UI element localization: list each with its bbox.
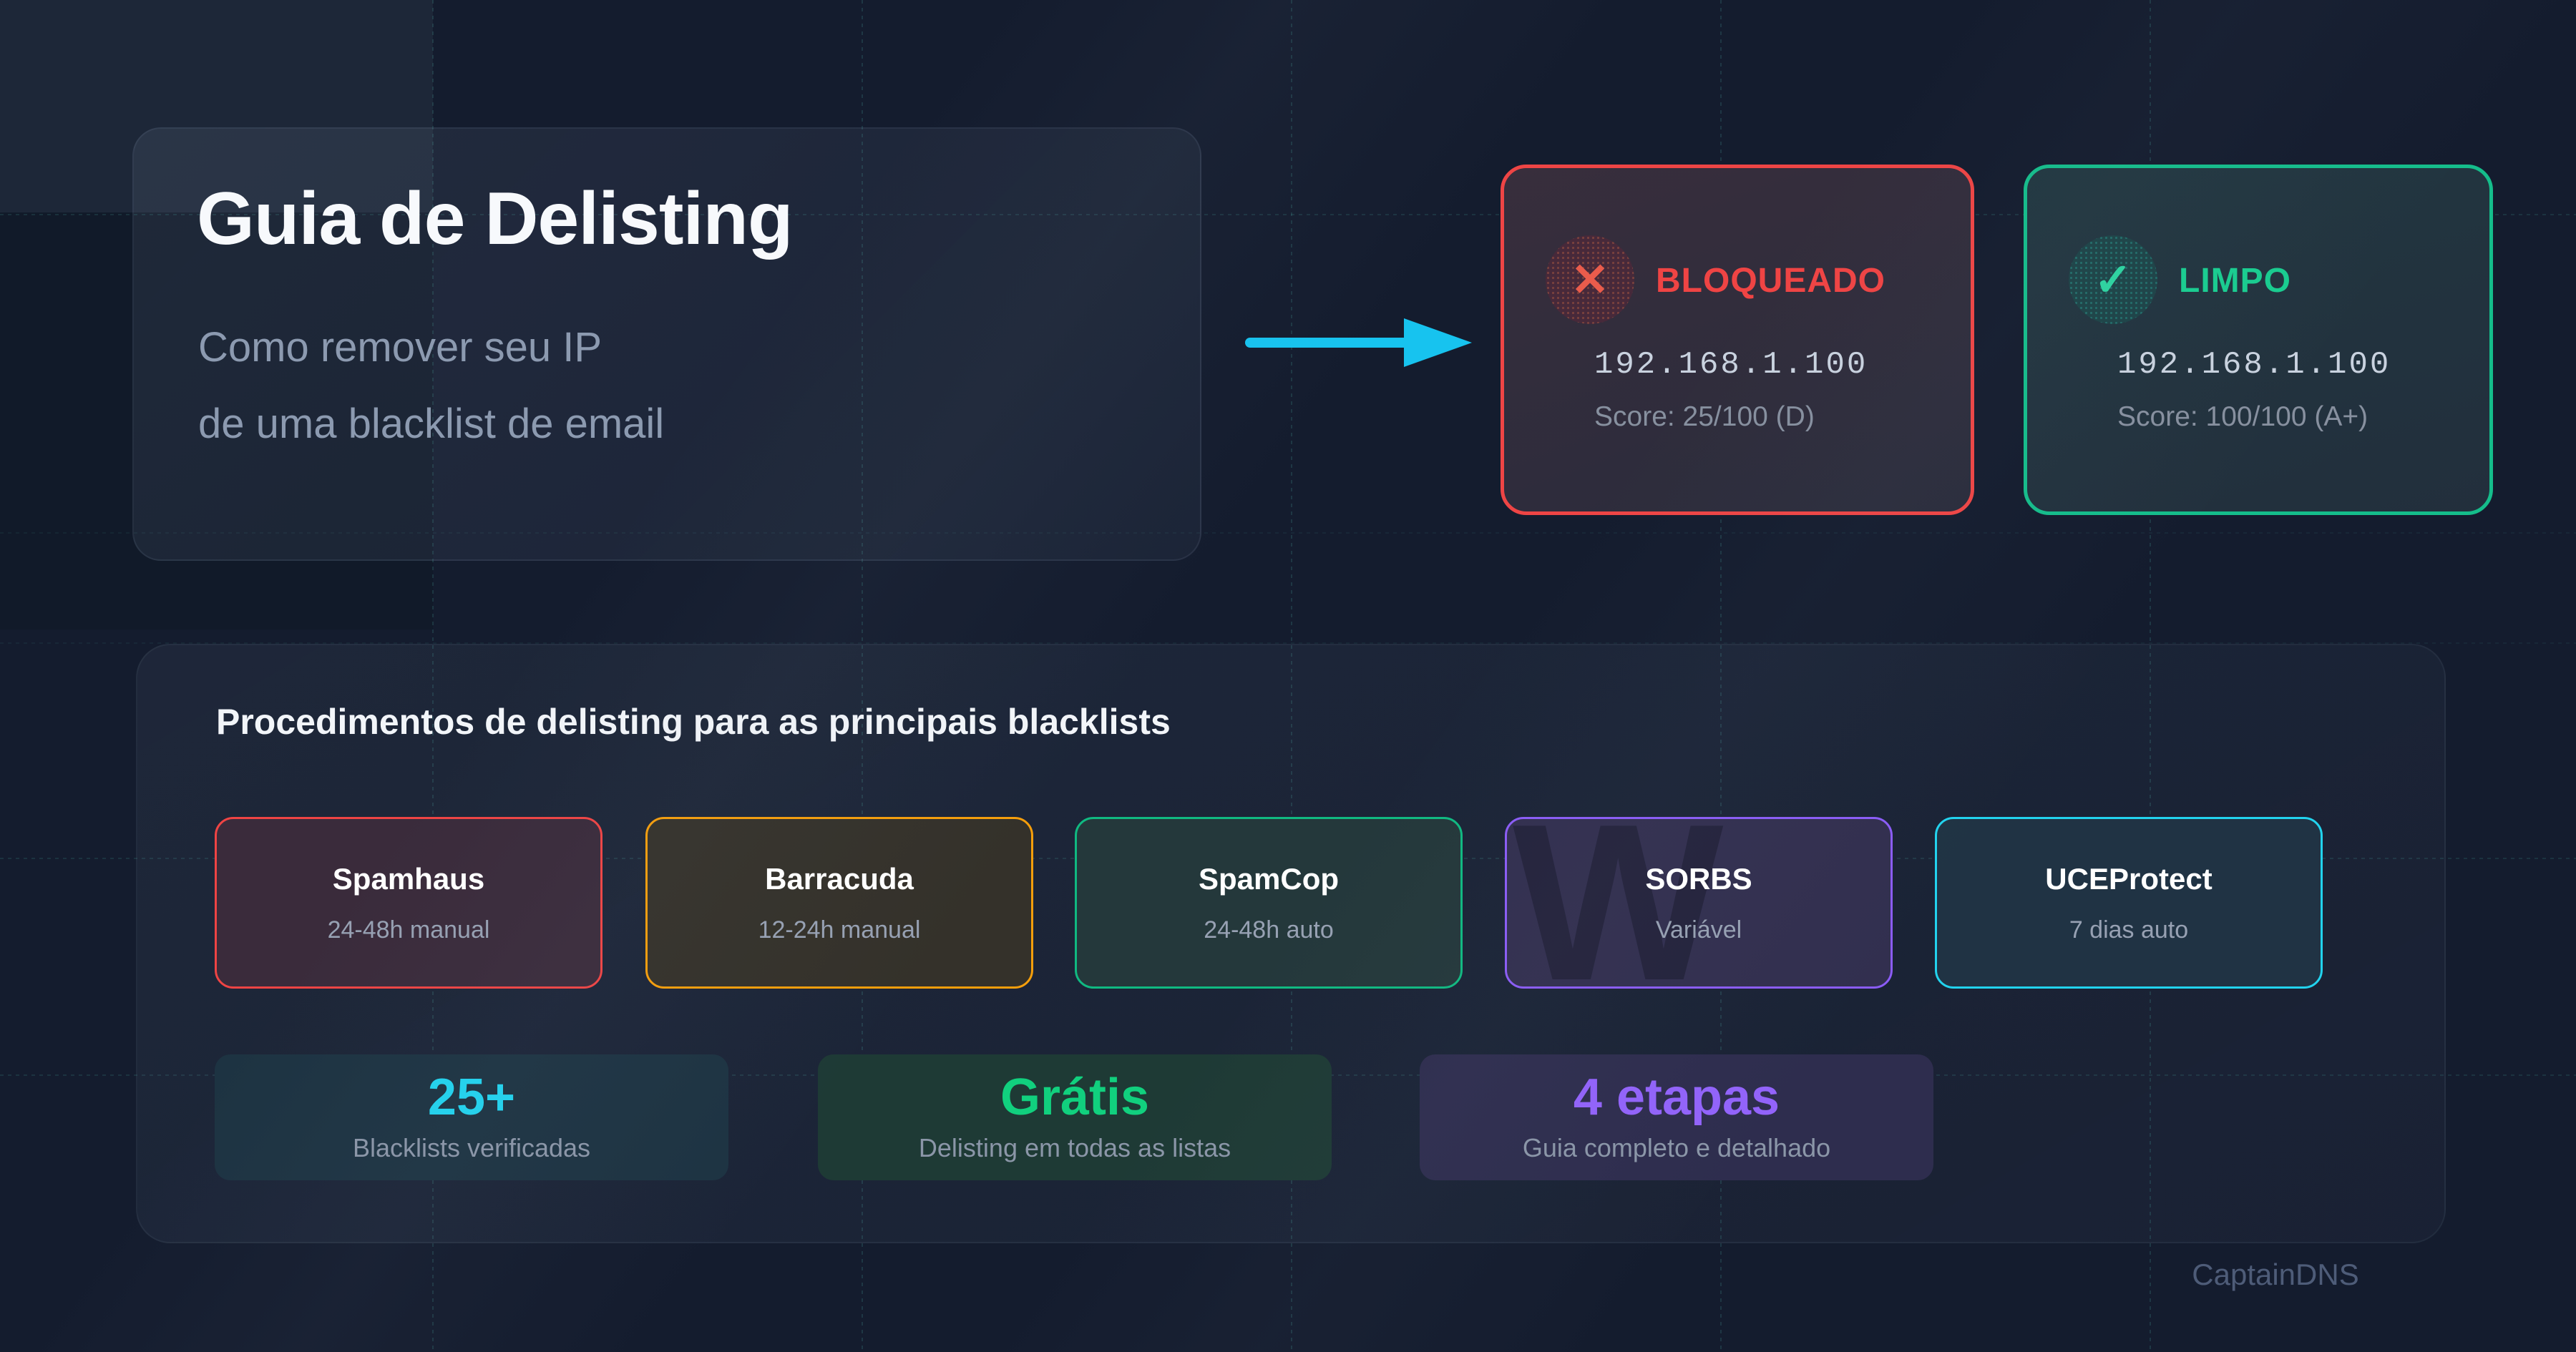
procedures-panel: Procedimentos de delisting para as princ… bbox=[136, 644, 2446, 1243]
check-mark-glyph: ✓ bbox=[2094, 253, 2132, 305]
stat-label: Delisting em todas as listas bbox=[918, 1133, 1231, 1162]
blacklist-card-sorbs: W SORBS Variável bbox=[1505, 817, 1893, 989]
status-card-clean: ✓ LIMPO 192.168.1.100 Score: 100/100 (A+… bbox=[2024, 165, 2493, 515]
blacklist-name: UCEProtect bbox=[2045, 861, 2212, 896]
flow-arrow-icon bbox=[1245, 294, 1474, 391]
grid-line-horizontal bbox=[0, 214, 2576, 215]
stat-badge-free: Grátis Delisting em todas as listas bbox=[818, 1054, 1332, 1180]
blacklist-card-barracuda: Barracuda 12-24h manual bbox=[645, 817, 1033, 989]
stat-value: 25+ bbox=[427, 1069, 516, 1126]
panel-heading: Procedimentos de delisting para as princ… bbox=[216, 702, 1171, 742]
score-clean: Score: 100/100 (A+) bbox=[2117, 401, 2368, 432]
blacklist-card-uceprotect: UCEProtect 7 dias auto bbox=[1935, 817, 2323, 989]
sorbs-watermark-glyph: W bbox=[1513, 817, 1723, 989]
blacklist-card-spamhaus: Spamhaus 24-48h manual bbox=[215, 817, 602, 989]
stat-label: Guia completo e detalhado bbox=[1522, 1133, 1831, 1162]
background-corner-block bbox=[0, 0, 433, 212]
stat-value: 4 etapas bbox=[1573, 1069, 1780, 1126]
brand-watermark: CaptainDNS bbox=[2192, 1258, 2359, 1291]
page-subtitle: Como remover seu IP de uma blacklist de … bbox=[198, 309, 664, 462]
grid-line-vertical bbox=[432, 0, 434, 1352]
blacklist-card-spamcop: SpamCop 24-48h auto bbox=[1075, 817, 1463, 989]
ip-address-clean: 192.168.1.100 bbox=[2117, 347, 2391, 383]
blacklist-name: SORBS bbox=[1645, 861, 1752, 896]
status-label-clean: LIMPO bbox=[2179, 262, 2291, 300]
blacklist-name: Barracuda bbox=[765, 861, 914, 896]
page-title: Guia de Delisting bbox=[197, 177, 793, 260]
ip-address-blocked: 192.168.1.100 bbox=[1594, 347, 1868, 383]
grid-line-vertical bbox=[1720, 0, 1722, 1352]
grid-line-vertical bbox=[2150, 0, 2151, 1352]
stat-label: Blacklists verificadas bbox=[352, 1133, 591, 1162]
status-label-blocked: BLOQUEADO bbox=[1656, 262, 1885, 300]
score-blocked: Score: 25/100 (D) bbox=[1594, 401, 1815, 432]
blacklist-time: 12-24h manual bbox=[758, 916, 921, 944]
grid-line-vertical bbox=[1291, 0, 1292, 1352]
page-subtitle-line1: Como remover seu IP bbox=[198, 324, 602, 371]
blacklist-time: 7 dias auto bbox=[2069, 916, 2189, 944]
blacklist-name: SpamCop bbox=[1198, 861, 1339, 896]
background-corner-block-dark bbox=[0, 212, 433, 630]
title-card: Guia de Delisting Como remover seu IP de… bbox=[132, 127, 1201, 561]
blacklist-time: 24-48h manual bbox=[327, 916, 490, 944]
grid-line-horizontal bbox=[0, 642, 2576, 644]
grid-line-vertical bbox=[862, 0, 863, 1352]
stat-badge-steps: 4 etapas Guia completo e detalhado bbox=[1420, 1054, 1933, 1180]
status-card-blocked: ✕ BLOQUEADO 192.168.1.100 Score: 25/100 … bbox=[1501, 165, 1974, 515]
blacklist-time: Variável bbox=[1655, 916, 1742, 944]
blacklist-time: 24-48h auto bbox=[1204, 916, 1334, 944]
arrow-shaft bbox=[1245, 338, 1417, 348]
arrow-head bbox=[1404, 318, 1472, 367]
grid-line-horizontal bbox=[0, 532, 2576, 534]
page-subtitle-line2: de uma blacklist de email bbox=[198, 401, 665, 447]
stat-badge-blacklists: 25+ Blacklists verificadas bbox=[215, 1054, 728, 1180]
check-mark-icon: ✓ bbox=[2069, 235, 2157, 324]
stat-value: Grátis bbox=[1000, 1069, 1150, 1126]
x-mark-icon: ✕ bbox=[1546, 235, 1634, 324]
blacklist-name: Spamhaus bbox=[332, 861, 485, 896]
x-mark-glyph: ✕ bbox=[1571, 253, 1609, 305]
